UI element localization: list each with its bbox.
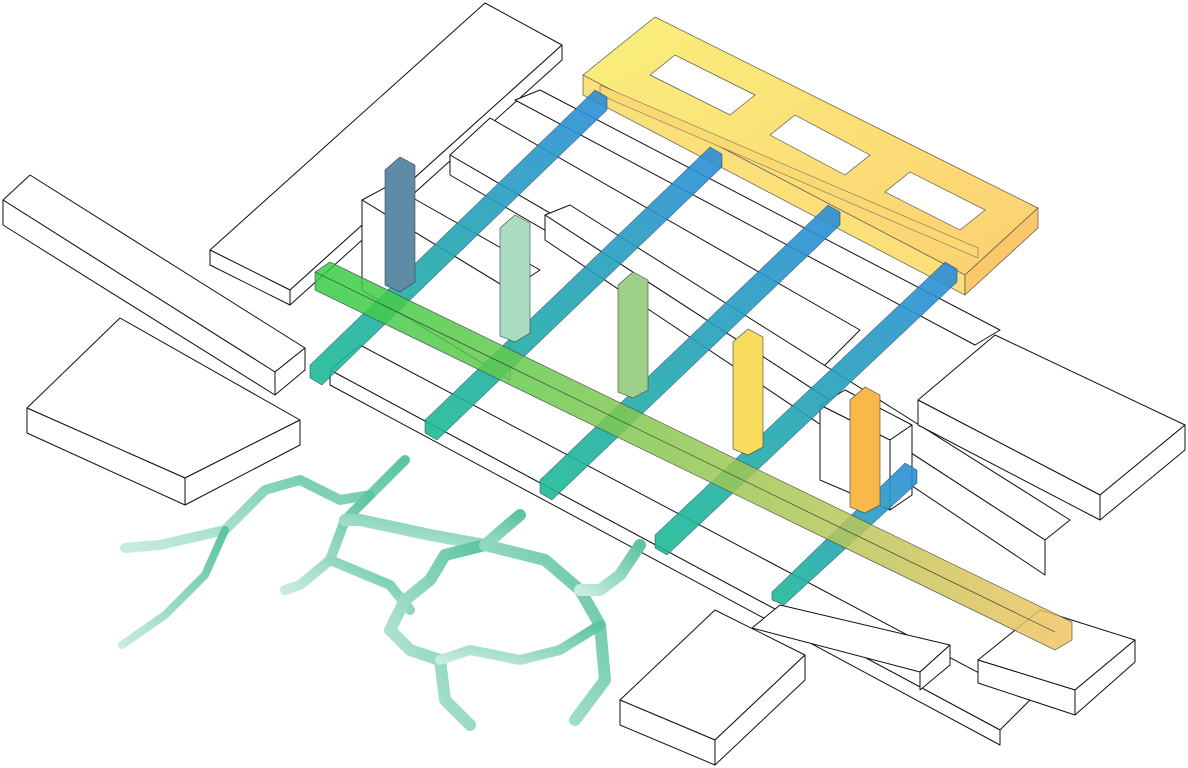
tower-slate	[384, 156, 416, 293]
tower-mint	[499, 214, 531, 343]
building-left-long	[2, 174, 306, 396]
towers	[384, 156, 881, 514]
tower-yellow	[732, 328, 764, 456]
tower-orange	[849, 386, 881, 514]
tower-green	[617, 271, 649, 399]
building-right	[917, 334, 1186, 521]
building-mid-slab-2	[514, 89, 1001, 346]
building-top-left-large	[209, 2, 563, 306]
yellow-frame	[582, 16, 1039, 296]
building-left-lower	[26, 317, 301, 506]
green-bar	[314, 261, 1073, 651]
building-bottom-center	[619, 609, 806, 766]
root-network	[118, 455, 646, 731]
building-bottom-right-1	[751, 604, 951, 691]
